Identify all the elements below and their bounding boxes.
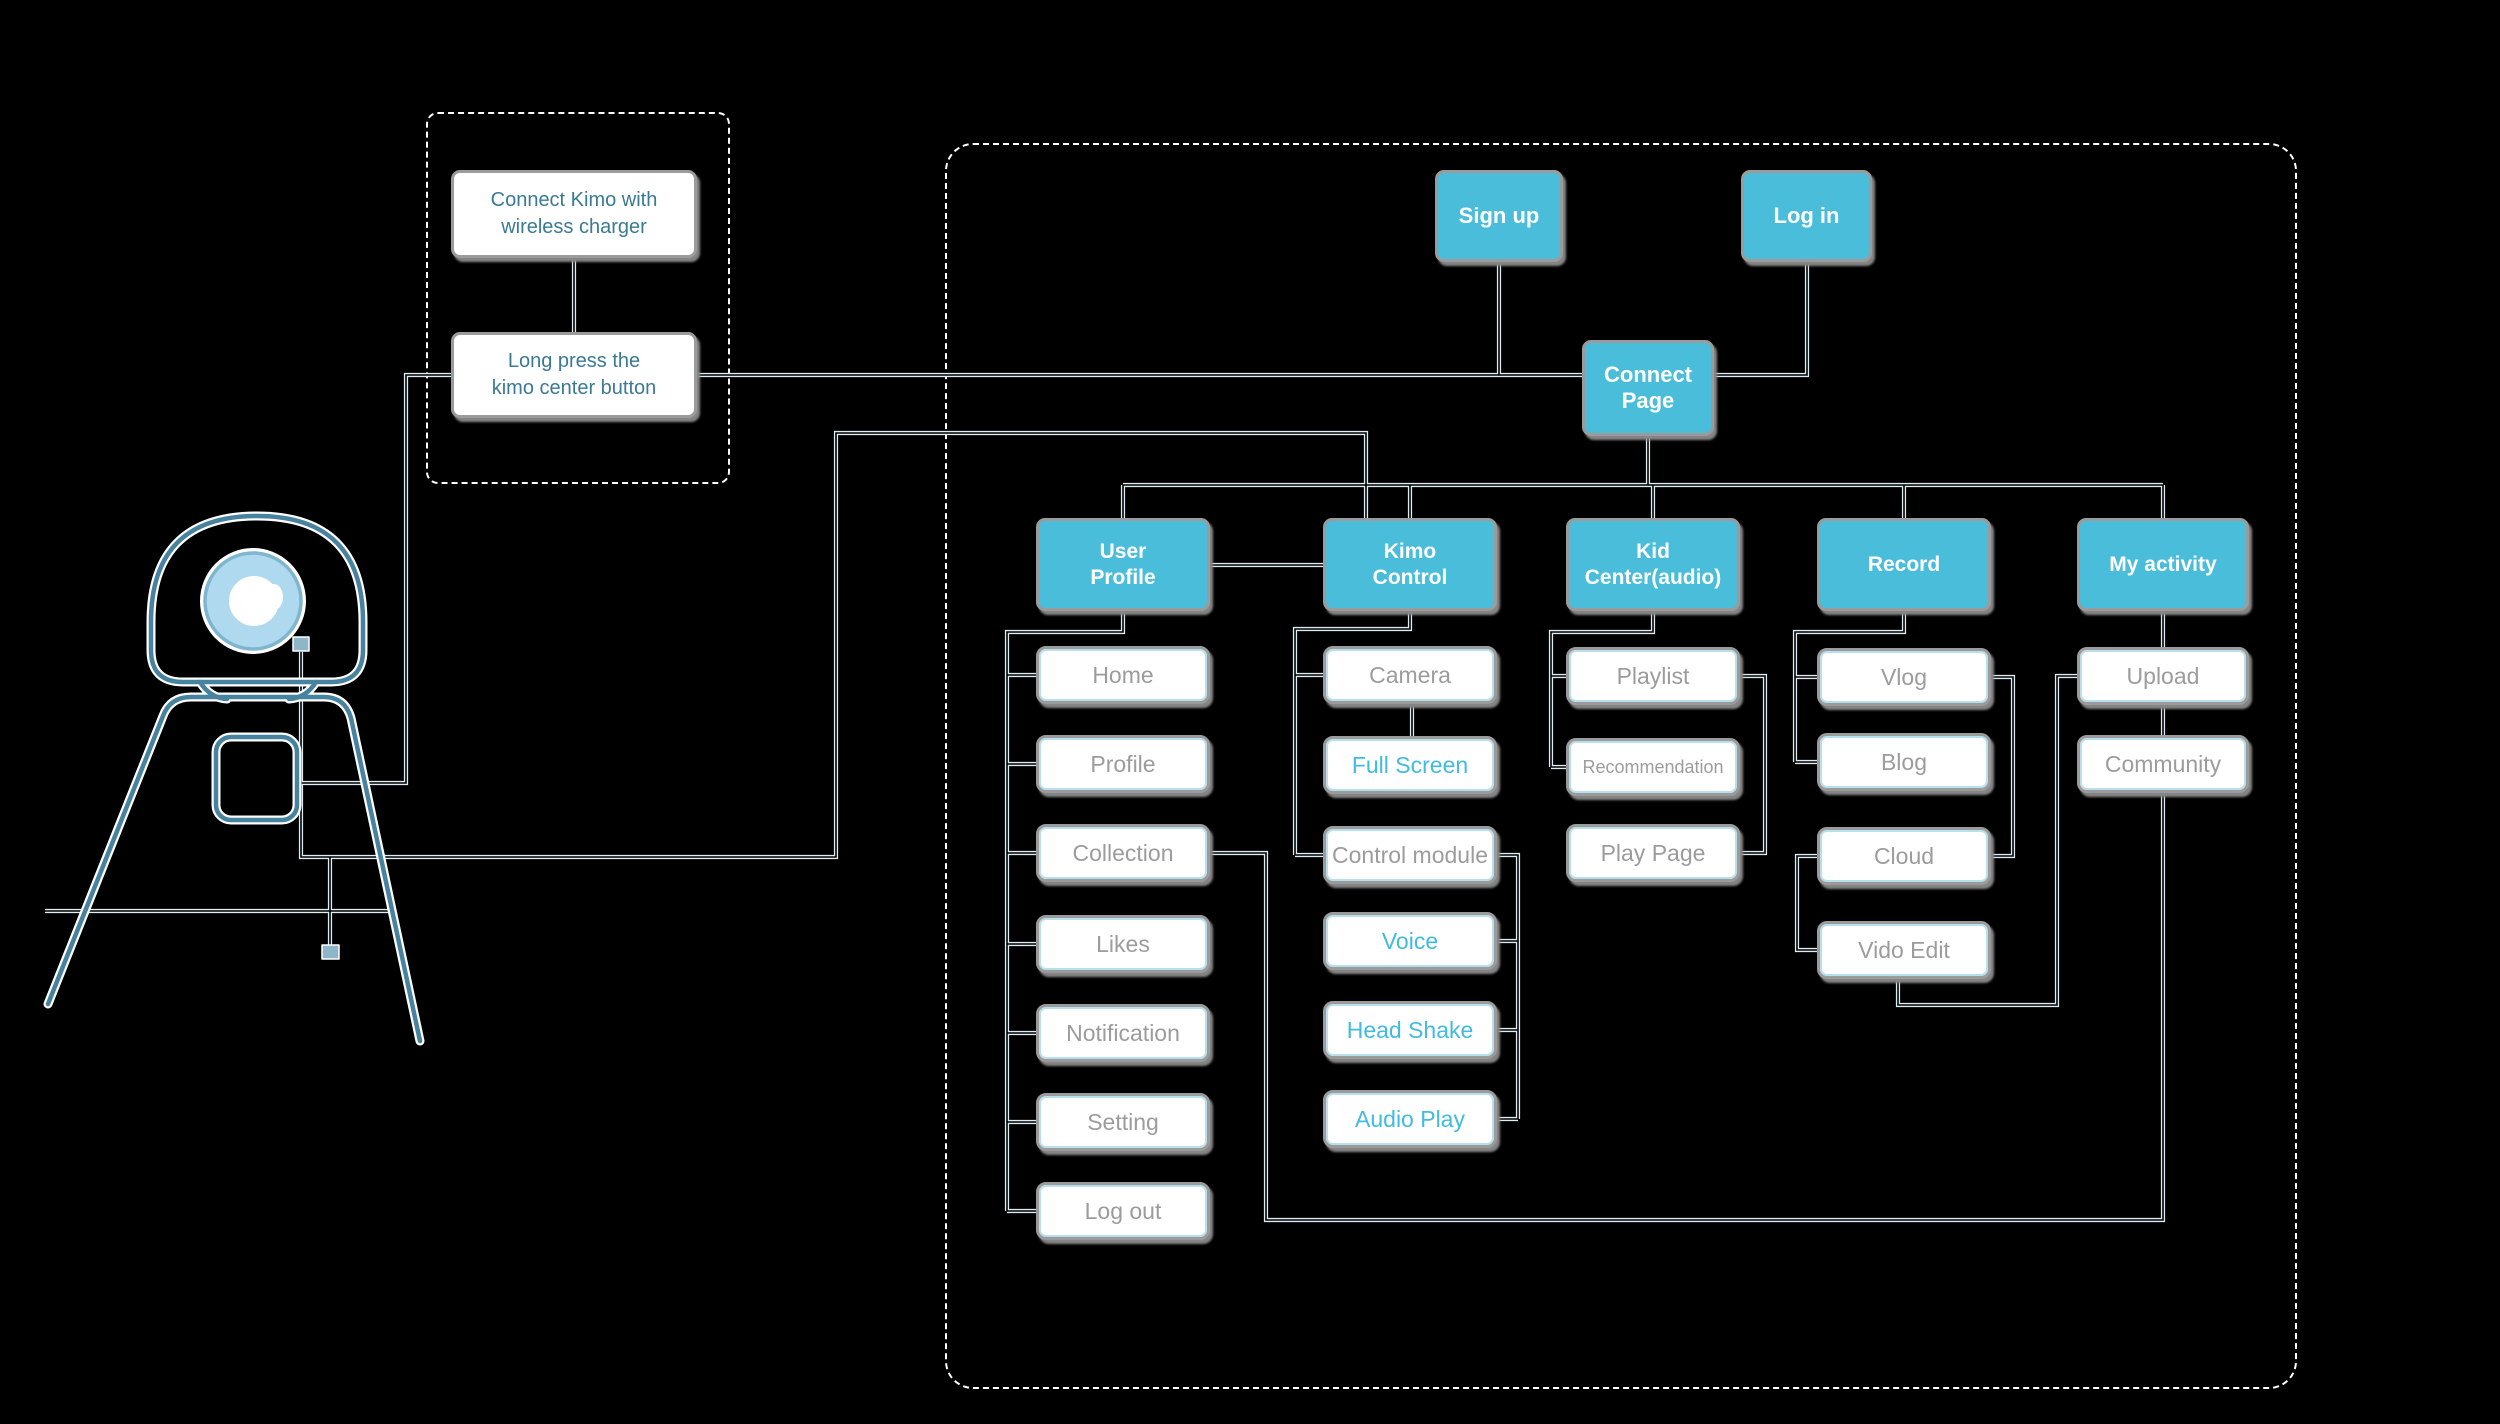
node-vlog: Vlog	[1817, 648, 1991, 706]
robot-body-panel	[213, 734, 300, 823]
node-setting: Setting	[1036, 1093, 1210, 1151]
node-vido-edit: Vido Edit	[1817, 921, 1991, 979]
onboarding-dashed-group	[426, 112, 730, 484]
connector-core	[45, 258, 2164, 1221]
node-voice: Voice	[1323, 912, 1497, 970]
node-home: Home	[1036, 646, 1210, 704]
node-notification: Notification	[1036, 1004, 1210, 1062]
robot-eye-pupil	[229, 576, 279, 626]
node-playlist: Playlist	[1566, 647, 1740, 705]
robot-head	[148, 513, 366, 685]
node-kimo-control: Kimo Control	[1323, 518, 1497, 611]
node-blog: Blog	[1817, 733, 1991, 791]
robot-body-legs	[45, 694, 423, 1044]
connector-lines	[45, 258, 2166, 1223]
node-likes: Likes	[1036, 915, 1210, 973]
robot-eye-highlight	[265, 584, 283, 610]
node-user-profile: User Profile	[1036, 518, 1210, 611]
node-kid-center-audio: Kid Center(audio)	[1566, 518, 1740, 611]
robot-neck-right	[286, 679, 319, 702]
robot-eye-outline	[200, 548, 306, 654]
node-head-shake: Head Shake	[1323, 1001, 1497, 1059]
node-collection: Collection	[1036, 824, 1210, 882]
node-recommendation: Recommendation	[1566, 738, 1740, 796]
node-full-screen: Full Screen	[1323, 736, 1497, 794]
node-profile: Profile	[1036, 735, 1210, 793]
node-sign-up: Sign up	[1435, 170, 1563, 262]
node-my-activity: My activity	[2077, 518, 2249, 611]
node-log-out: Log out	[1036, 1182, 1210, 1240]
node-camera: Camera	[1323, 646, 1497, 704]
node-control-module: Control module	[1323, 826, 1497, 884]
node-cloud: Cloud	[1817, 827, 1991, 885]
node-connect-page: Connect Page	[1582, 340, 1714, 436]
kimo-robot-illustration	[43, 511, 425, 1046]
robot-neck-left	[197, 679, 230, 702]
node-long-press-center-button: Long press the kimo center button	[451, 332, 697, 418]
node-audio-play: Audio Play	[1323, 1090, 1497, 1148]
node-connect-kimo-wireless: Connect Kimo with wireless charger	[451, 170, 697, 258]
robot-lower-button	[321, 944, 340, 960]
node-log-in: Log in	[1741, 170, 1872, 262]
node-record: Record	[1817, 518, 1991, 611]
node-community: Community	[2077, 735, 2249, 793]
node-play-page: Play Page	[1566, 824, 1740, 882]
node-upload: Upload	[2077, 647, 2249, 705]
robot-center-button	[292, 636, 310, 652]
app-screens-dashed-group	[945, 143, 2297, 1389]
